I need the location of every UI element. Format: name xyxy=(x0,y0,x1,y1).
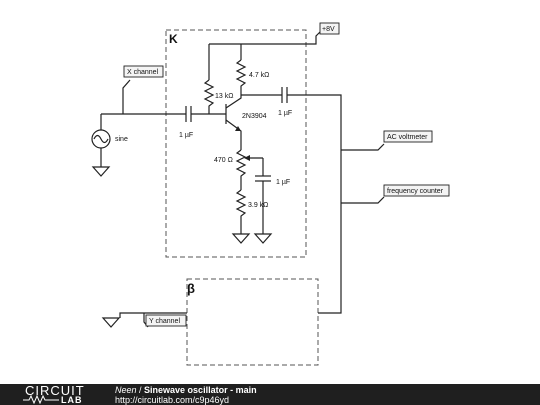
logo-word-lab: LAB xyxy=(61,395,83,405)
sine-source-label: sine xyxy=(115,136,128,143)
feedback-ground-icon xyxy=(101,317,121,328)
feedback-ground-wire xyxy=(119,312,187,318)
amplifier-block-k xyxy=(165,29,307,258)
collector-resistor xyxy=(235,59,247,95)
sine-source xyxy=(91,129,111,167)
feedback-block-label: β xyxy=(187,281,195,296)
ac-voltmeter-label: AC voltmeter xyxy=(387,134,428,141)
output-capacitor-label: 1 µF xyxy=(278,110,292,117)
circuit-schematic: K β +8V 13 kΩ 4.7 kΩ 1 µF 2N3904 xyxy=(91,22,450,366)
emitter-resistor-label: 3.9 kΩ xyxy=(248,202,268,209)
x-channel-tag: X channel xyxy=(123,65,164,78)
logo-wave-icon xyxy=(23,395,59,404)
output-bus-wire xyxy=(287,94,342,314)
schematic-title: Sinewave oscillator - main xyxy=(144,385,257,395)
y-channel-tag: Y channel xyxy=(145,314,187,327)
transistor-2n3904 xyxy=(225,95,242,150)
input-capacitor xyxy=(185,106,226,122)
circuitlab-logo: CIRCUIT LAB xyxy=(23,383,93,405)
footer-bar: CIRCUIT LAB Neen / Sinewave oscillator -… xyxy=(0,383,540,405)
emitter-ground-icon xyxy=(231,233,251,244)
footer-title-line: Neen / Sinewave oscillator - main xyxy=(115,385,257,395)
author-name[interactable]: Neen xyxy=(115,385,137,395)
base-resistor xyxy=(203,79,215,114)
bypass-ground-icon xyxy=(253,233,273,244)
x-channel-label: X channel xyxy=(127,69,159,76)
base-resistor-label: 13 kΩ xyxy=(215,93,233,100)
title-separator: / xyxy=(136,385,145,395)
ac-voltmeter-tag: AC voltmeter xyxy=(383,130,433,143)
transistor-label: 2N3904 xyxy=(242,113,267,120)
logo-word-circuit: CIRCUIT xyxy=(25,383,85,398)
bypass-capacitor xyxy=(255,175,271,234)
emitter-potentiometer-label: 470 Ω xyxy=(214,157,233,164)
x-channel-wire xyxy=(122,79,131,114)
supply-tag: +8V xyxy=(319,22,340,35)
bypass-capacitor-label: 1 µF xyxy=(276,179,290,186)
frequency-counter-tag: frequency counter xyxy=(383,184,450,197)
frequency-counter-wire xyxy=(341,196,385,204)
input-capacitor-label: 1 µF xyxy=(179,132,193,139)
emitter-resistor xyxy=(235,189,247,234)
source-ground-icon xyxy=(91,166,111,177)
supply-rail xyxy=(208,29,323,80)
emitter-potentiometer xyxy=(235,149,264,190)
ac-voltmeter-wire xyxy=(341,143,385,151)
amplifier-block-label: K xyxy=(169,32,178,46)
footer-url[interactable]: http://circuitlab.com/c9p46yd xyxy=(115,395,230,405)
feedback-block-beta xyxy=(186,278,319,366)
frequency-counter-label: frequency counter xyxy=(387,188,444,195)
supply-voltage-label: +8V xyxy=(322,26,335,33)
y-channel-label: Y channel xyxy=(149,318,180,325)
collector-resistor-label: 4.7 kΩ xyxy=(249,72,269,79)
output-capacitor xyxy=(281,87,288,103)
